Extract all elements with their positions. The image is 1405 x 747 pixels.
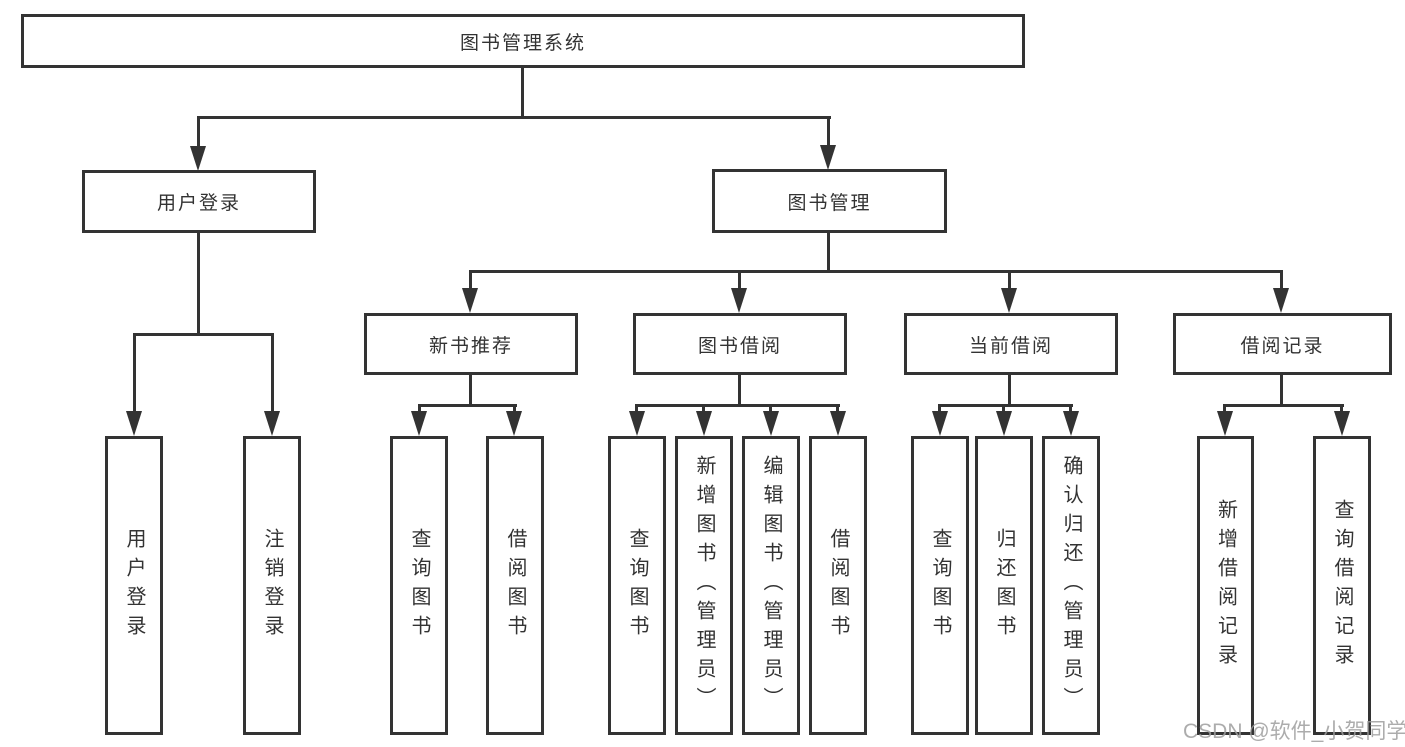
node-book-borrow: 图书借阅 (633, 313, 847, 375)
connector (1002, 404, 1005, 414)
leaf-user-login-label: 用户登录 (123, 527, 145, 644)
leaf-borrow-books-2-label: 借阅图书 (827, 527, 849, 644)
connector (469, 270, 472, 292)
connector (1069, 404, 1072, 414)
connector (635, 404, 638, 414)
node-book-management-label: 图书管理 (787, 192, 872, 214)
arrowhead (820, 145, 836, 170)
connector (513, 404, 516, 414)
leaf-borrow-books-1-label: 借阅图书 (504, 527, 526, 644)
arrowhead (264, 411, 280, 436)
arrowhead (190, 146, 206, 171)
arrowhead (696, 411, 712, 436)
leaf-query-books-3: 查询图书 (911, 436, 969, 735)
connector (827, 233, 830, 273)
leaf-borrow-books-2: 借阅图书 (809, 436, 867, 735)
node-book-management: 图书管理 (712, 169, 947, 233)
connector (418, 404, 421, 414)
connector (133, 333, 274, 336)
leaf-query-borrow-record: 查询借阅记录 (1313, 436, 1371, 735)
arrowhead (932, 411, 948, 436)
arrowhead (462, 288, 478, 313)
leaf-add-borrow-record-label: 新增借阅记录 (1214, 498, 1237, 673)
leaf-query-books-3-label: 查询图书 (929, 527, 951, 644)
leaf-return-book: 归还图书 (975, 436, 1033, 735)
connector (738, 375, 741, 407)
leaf-confirm-return-admin-label: 确认归还（管理员） (1060, 455, 1082, 716)
connector (702, 404, 705, 414)
connector (469, 270, 1283, 273)
leaf-edit-book-admin: 编辑图书（管理员） (742, 436, 800, 735)
connector (469, 375, 472, 407)
node-user-login-label: 用户登录 (156, 193, 241, 214)
node-new-book-recommend-label: 新书推荐 (428, 335, 513, 357)
connector (1223, 404, 1226, 414)
arrowhead (1273, 288, 1289, 313)
leaf-logout-label: 注销登录 (261, 527, 283, 644)
leaf-borrow-books-1: 借阅图书 (486, 436, 544, 735)
connector (1280, 270, 1283, 292)
leaf-add-book-admin-label: 新增图书（管理员） (693, 455, 715, 716)
arrowhead (1063, 411, 1079, 436)
arrowhead (126, 411, 142, 436)
connector (197, 116, 831, 119)
connector (521, 68, 524, 118)
arrowhead (763, 411, 779, 436)
connector (197, 233, 200, 336)
arrowhead (1217, 411, 1233, 436)
connector (1280, 375, 1283, 407)
node-borrow-records: 借阅记录 (1173, 313, 1392, 375)
csdn-watermark: CSDN @软件_小贺同学 (1183, 720, 1405, 743)
connector (938, 404, 941, 414)
leaf-query-borrow-record-label: 查询借阅记录 (1331, 498, 1353, 673)
connector (418, 404, 517, 407)
node-root: 图书管理系统 (21, 14, 1025, 68)
arrowhead (996, 411, 1012, 436)
connector (836, 404, 839, 414)
arrowhead (506, 411, 522, 436)
connector (1008, 375, 1011, 407)
leaf-add-borrow-record: 新增借阅记录 (1197, 436, 1254, 735)
node-current-borrow-label: 当前借阅 (968, 335, 1053, 357)
arrowhead (1334, 411, 1350, 436)
connector (769, 404, 772, 414)
arrowhead (1001, 288, 1017, 313)
leaf-edit-book-admin-label: 编辑图书（管理员） (760, 455, 782, 716)
node-borrow-records-label: 借阅记录 (1240, 335, 1325, 357)
leaf-return-book-label: 归还图书 (993, 527, 1015, 644)
connector (1224, 404, 1344, 407)
connector (938, 404, 1073, 407)
node-book-borrow-label: 图书借阅 (697, 335, 782, 357)
node-user-login: 用户登录 (82, 170, 316, 233)
connector (197, 116, 200, 150)
node-new-book-recommend: 新书推荐 (364, 313, 578, 375)
connector (827, 116, 830, 150)
leaf-logout: 注销登录 (243, 436, 301, 735)
connector (738, 270, 741, 292)
connector (1340, 404, 1343, 414)
connector (133, 333, 136, 411)
connector (636, 404, 840, 407)
arrowhead (411, 411, 427, 436)
connector (1008, 270, 1011, 292)
leaf-query-books-1: 查询图书 (390, 436, 448, 735)
node-current-borrow: 当前借阅 (904, 313, 1118, 375)
arrowhead (830, 411, 846, 436)
leaf-query-books-1-label: 查询图书 (408, 527, 430, 644)
connector (271, 333, 274, 411)
arrowhead (731, 288, 747, 313)
leaf-query-books-2-label: 查询图书 (626, 527, 648, 644)
leaf-confirm-return-admin: 确认归还（管理员） (1042, 436, 1100, 735)
leaf-add-book-admin: 新增图书（管理员） (675, 436, 733, 735)
arrowhead (629, 411, 645, 436)
node-root-label: 图书管理系统 (459, 32, 586, 54)
leaf-user-login: 用户登录 (105, 436, 163, 735)
leaf-query-books-2: 查询图书 (608, 436, 666, 735)
